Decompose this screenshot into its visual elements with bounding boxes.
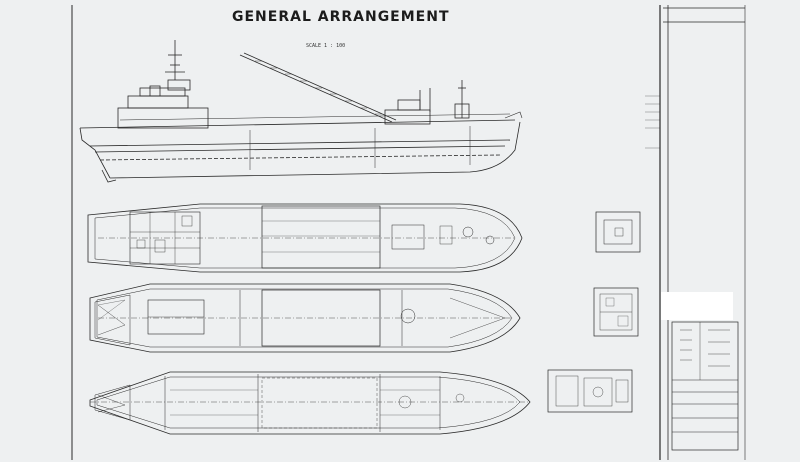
drawing-scale: SCALE 1 : 100 xyxy=(306,43,346,49)
boat-deck-detail xyxy=(547,369,633,413)
blank-patch xyxy=(661,292,733,320)
wheel-house-top-detail xyxy=(595,211,641,253)
upper-deck-plan xyxy=(87,203,523,273)
bottom-plan xyxy=(89,371,531,435)
nav-bridge-deck-detail xyxy=(593,287,639,337)
title-block xyxy=(671,321,739,451)
profile-view xyxy=(79,40,523,183)
drawing-title: GENERAL ARRANGEMENT xyxy=(232,9,450,25)
second-deck-plan xyxy=(89,283,521,353)
